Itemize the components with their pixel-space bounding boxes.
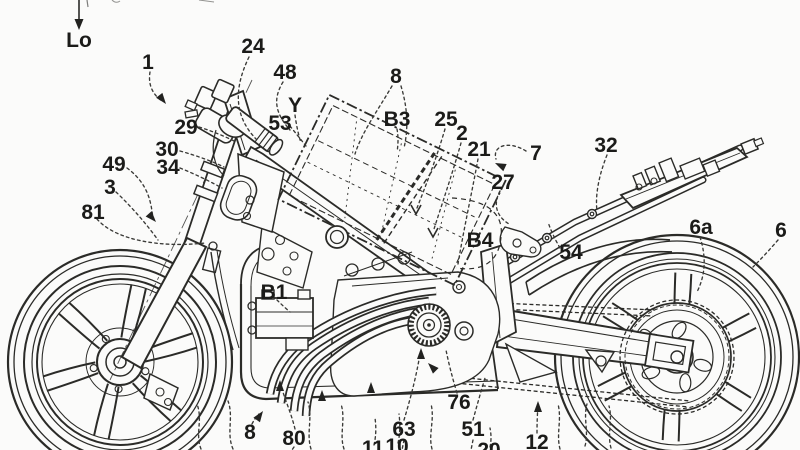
ref-label-30: 30 xyxy=(155,138,178,161)
ref-label-10: 10 xyxy=(385,435,408,450)
lo-orientation-marker: Lo xyxy=(66,0,215,52)
rear-fender xyxy=(525,238,673,296)
ref-label-76: 76 xyxy=(447,391,470,414)
ref-label-32: 32 xyxy=(594,134,617,157)
rail-bolts xyxy=(509,208,598,263)
clutch-cover xyxy=(407,303,451,347)
handlebar-grip xyxy=(225,106,284,156)
ref-label-27: 27 xyxy=(491,171,514,194)
swingarm xyxy=(495,307,658,383)
ref-label-3: 3 xyxy=(104,176,116,199)
leader-arrowheads xyxy=(145,92,542,423)
ref-label-81: 81 xyxy=(81,201,105,224)
ref-label-51: 51 xyxy=(461,418,485,441)
ref-label-Y: Y xyxy=(288,94,302,117)
ref-label-80: 80 xyxy=(282,427,305,450)
rear-axle-block xyxy=(643,332,695,374)
ref-label-11: 11 xyxy=(362,437,385,450)
ref-label-B1: B1 xyxy=(261,281,288,304)
ref-label-63: 63 xyxy=(392,418,415,441)
ref-label-34: 34 xyxy=(156,156,180,179)
ref-label-25: 25 xyxy=(434,108,458,131)
ref-label-29: 29 xyxy=(174,116,197,139)
engine xyxy=(247,271,501,417)
filler-cap xyxy=(325,225,349,249)
ref-label-21: 21 xyxy=(467,138,491,161)
lower-cradle xyxy=(239,284,499,401)
ref-label-20: 20 xyxy=(477,439,500,450)
lo-down-arrow-icon xyxy=(74,19,84,30)
front-gussets xyxy=(201,152,285,351)
ref-label-2: 2 xyxy=(456,122,468,145)
ref-label-12: 12 xyxy=(525,431,548,450)
ref-label-24: 24 xyxy=(241,35,265,58)
ref-label-6a: 6a xyxy=(689,216,713,239)
lo-marker-label: Lo xyxy=(66,29,92,52)
front-wheel xyxy=(6,248,234,450)
frame-gusset xyxy=(256,224,313,289)
tail-assembly xyxy=(619,137,765,210)
ref-label-1: 1 xyxy=(142,51,154,74)
ref-label-8-top: 8 xyxy=(390,65,402,88)
leader-lines xyxy=(96,56,779,450)
ref-label-54: 54 xyxy=(559,241,583,264)
battery-module-b1 xyxy=(247,289,314,351)
ref-label-B4: B4 xyxy=(467,229,494,252)
ref-label-48: 48 xyxy=(273,61,297,84)
ref-label-6: 6 xyxy=(775,219,787,242)
ref-label-7: 7 xyxy=(530,142,542,165)
handlebar-cluster xyxy=(184,78,284,177)
front-caliper xyxy=(143,372,179,412)
footrest-bracket xyxy=(499,226,542,258)
ref-label-49: 49 xyxy=(102,153,125,176)
ref-label-8-bottom: 8 xyxy=(244,421,256,444)
ref-label-B3: B3 xyxy=(384,108,411,131)
ref-label-53: 53 xyxy=(268,112,291,135)
